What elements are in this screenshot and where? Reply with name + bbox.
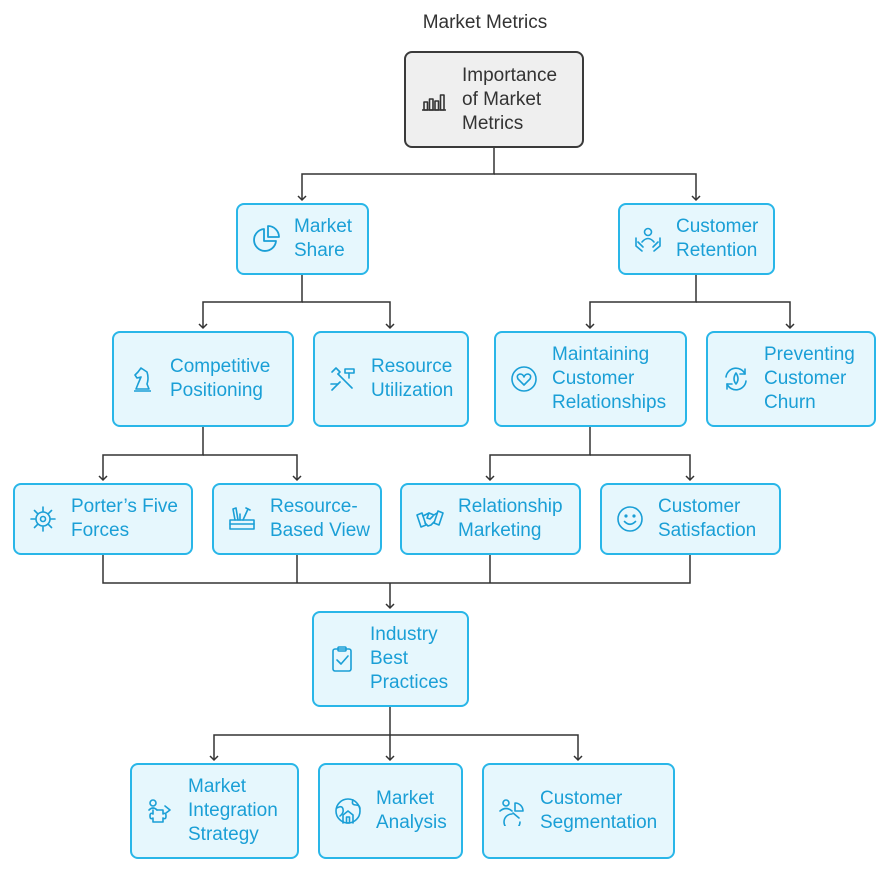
node-label: Resource Utilization	[371, 356, 454, 401]
node-market-share: Market Share	[236, 203, 369, 275]
node-label: Industry Best Practices	[370, 624, 449, 693]
water-cycle-icon	[720, 363, 752, 395]
node-label: Market Analysis	[376, 788, 447, 833]
smile-icon	[614, 503, 646, 535]
heart-circle-icon	[508, 363, 540, 395]
node-market-integration-strategy: Market Integration Strategy	[130, 763, 299, 859]
connector	[590, 454, 695, 482]
node-preventing-customer-churn: Preventing Customer Churn	[706, 331, 876, 427]
connector	[585, 275, 697, 330]
node-label: Porter’s Five Forces	[71, 496, 178, 541]
connector	[696, 301, 795, 330]
node-industry-best-practices: Industry Best Practices	[312, 611, 469, 707]
bar-chart-icon	[418, 84, 450, 116]
people-hands-icon	[632, 223, 664, 255]
connector	[390, 734, 583, 762]
chess-knight-icon	[126, 363, 158, 395]
node-customer-segmentation: Customer Segmentation	[482, 763, 675, 859]
node-label: Customer Segmentation	[540, 788, 658, 833]
connector	[494, 173, 701, 202]
node-label: Importance of Market Metrics	[462, 64, 558, 134]
connector	[209, 707, 391, 762]
puzzle-person-icon	[144, 795, 176, 827]
node-label: Customer Retention	[676, 216, 759, 261]
globe-house-icon	[332, 795, 364, 827]
node-resource-utilization: Resource Utilization	[313, 331, 469, 427]
connector	[198, 275, 303, 330]
diagram-title: Market Metrics	[422, 12, 548, 33]
segmentation-icon	[496, 795, 528, 827]
node-label: Resource- Based View	[270, 496, 370, 541]
node-label: Maintaining Customer Relationships	[552, 344, 667, 413]
node-relationship-marketing: Relationship Marketing	[400, 483, 581, 555]
connector	[485, 427, 591, 482]
toolbox-icon	[226, 503, 258, 535]
connector	[102, 555, 691, 584]
node-customer-retention: Customer Retention	[618, 203, 775, 275]
pie-chart-icon	[250, 223, 282, 255]
node-label: Customer Satisfaction	[658, 496, 757, 541]
connector	[98, 427, 204, 482]
connector	[203, 454, 302, 482]
node-label: Competitive Positioning	[170, 356, 271, 401]
tools-icon	[327, 363, 359, 395]
node-competitive-positioning: Competitive Positioning	[112, 331, 294, 427]
node-customer-satisfaction: Customer Satisfaction	[600, 483, 781, 555]
node-resource-based-view: Resource- Based View	[212, 483, 382, 555]
connector	[297, 147, 495, 202]
node-label: Relationship Marketing	[458, 496, 563, 541]
connector	[302, 301, 395, 330]
clipboard-check-icon	[326, 643, 358, 675]
node-label: Market Share	[294, 216, 353, 261]
node-porters-five-forces: Porter’s Five Forces	[13, 483, 193, 555]
handshake-icon	[414, 503, 446, 535]
node-label: Market Integration Strategy	[188, 776, 278, 845]
gear-icon	[27, 503, 59, 535]
node-maintaining-customer-relationships: Maintaining Customer Relationships	[494, 331, 687, 427]
node-importance-of-market-metrics: Importance of Market Metrics	[404, 51, 584, 148]
node-label: Preventing Customer Churn	[764, 344, 855, 413]
node-market-analysis: Market Analysis	[318, 763, 463, 859]
